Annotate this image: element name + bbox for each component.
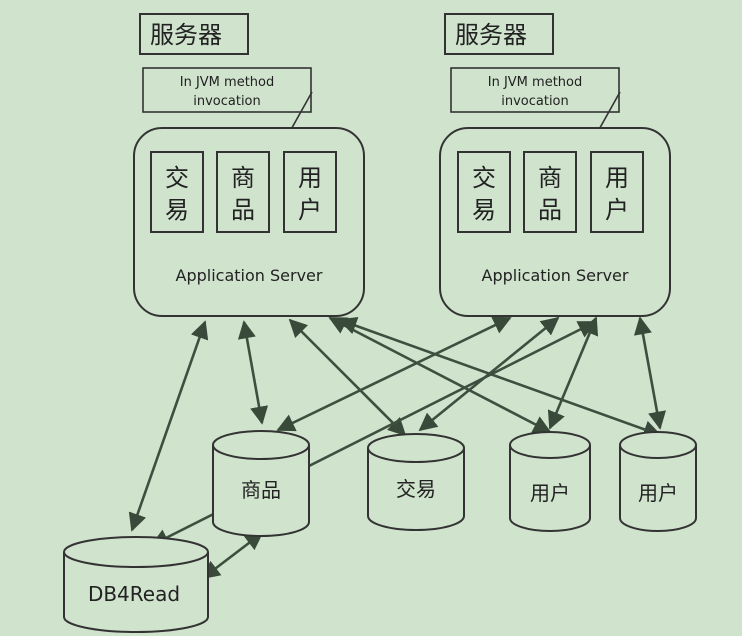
db-user-2: 用户 <box>619 431 697 532</box>
db-db4read-label: DB4Read <box>88 582 180 606</box>
server-1-module-user-char2: 户 <box>298 196 322 224</box>
db-goods-body <box>212 445 310 537</box>
server-2-module-goods-box <box>523 151 577 233</box>
db-user-1-body <box>509 445 591 532</box>
db-goods: 商品 <box>212 430 310 537</box>
db-goods-label: 商品 <box>241 478 281 502</box>
server-2-title-box <box>444 13 554 55</box>
server-2-module-goods-char1: 商 <box>538 164 562 192</box>
server-2-title: 服务器 <box>455 21 527 49</box>
server-1-module-goods-char1: 商 <box>231 164 255 192</box>
server-2-app-label: Application Server <box>482 266 629 285</box>
server-1-module-goods-char2: 品 <box>231 196 255 224</box>
server-2-module-trade-char2: 易 <box>472 196 496 224</box>
server-2-module-user-char2: 户 <box>605 196 629 224</box>
server-2-note-line1: In JVM method <box>488 75 583 90</box>
arrow-goods-db-db4read <box>201 531 264 580</box>
arrow-s2-user-db-2 <box>633 316 667 430</box>
server-2-note-box <box>450 67 620 113</box>
server-1-module-user-char1: 用 <box>298 164 322 192</box>
server-1-note-box <box>142 67 312 113</box>
arrow-s1-goods-db <box>237 320 269 425</box>
server-2: 服务器 In JVM method invocation 交 易 商 品 用 户… <box>439 13 671 317</box>
server-2-module-goods-char2: 品 <box>538 196 562 224</box>
db-user-2-label: 用户 <box>638 481 678 505</box>
db-user-1-label: 用户 <box>530 481 570 505</box>
db-trade-body <box>367 448 465 531</box>
arrow-s1-db4read <box>128 320 209 532</box>
server-1-title: 服务器 <box>150 21 222 49</box>
server-1-app-label: Application Server <box>176 266 323 285</box>
db-goods-top <box>212 430 310 460</box>
server-1-note-line1: In JVM method <box>180 75 275 90</box>
server-1-module-trade-char1: 交 <box>165 164 189 192</box>
db-user-2-body <box>619 445 697 532</box>
db-user-1: 用户 <box>509 431 591 532</box>
db-db4read: DB4Read <box>63 536 209 633</box>
server-2-module-user-box <box>590 151 644 233</box>
server-2-module-trade-char1: 交 <box>472 164 496 192</box>
db-db4read-top <box>63 536 209 568</box>
server-2-module-trade-box <box>457 151 511 233</box>
server-2-note-line2: invocation <box>501 94 569 109</box>
db-user-2-top <box>619 431 697 459</box>
db-user-1-top <box>509 431 591 459</box>
server-1-module-goods-box <box>216 151 270 233</box>
db-trade-top <box>367 433 465 463</box>
server-1-module-user-box <box>283 151 337 233</box>
arrow-s2-goods-db <box>276 316 512 432</box>
db-trade: 交易 <box>367 433 465 531</box>
db-db4read-body <box>63 552 209 633</box>
server-1-module-trade-box <box>150 151 204 233</box>
server-1-note-line2: invocation <box>193 94 261 109</box>
server-1-module-trade-char2: 易 <box>165 196 189 224</box>
db-trade-label: 交易 <box>396 477 436 501</box>
server-1-title-box <box>139 13 249 55</box>
server-2-module-user-char1: 用 <box>605 164 629 192</box>
server-1: 服务器 In JVM method invocation 交 易 商 品 用 户… <box>133 13 365 317</box>
